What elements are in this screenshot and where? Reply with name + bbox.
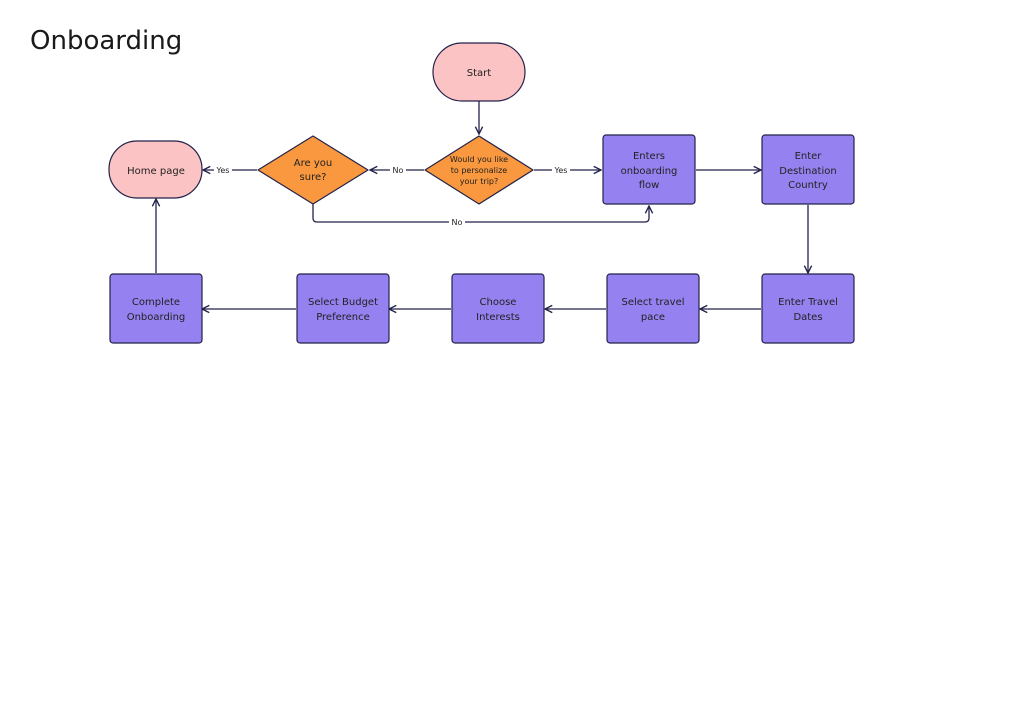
edge-no-back-to-flow xyxy=(312,204,649,223)
page-title: Onboarding xyxy=(30,26,183,56)
enters-flow-label-1: Enters xyxy=(633,151,665,162)
sure-decision-label-1: Are you xyxy=(294,158,332,169)
edge-label-no-back-to-flow: No xyxy=(452,218,463,227)
budget-label-2: Preference xyxy=(316,312,370,323)
destination-node[interactable]: Enter Destination Country xyxy=(761,134,855,205)
travel-dates-label-1: Enter Travel xyxy=(778,297,838,308)
complete-label-2: Onboarding xyxy=(127,312,186,323)
start-label: Start xyxy=(467,68,492,79)
complete-label-1: Complete xyxy=(132,297,180,308)
destination-label-3: Country xyxy=(788,180,828,191)
home-page-node[interactable]: Home page xyxy=(108,140,203,199)
budget-label-1: Select Budget xyxy=(308,297,378,308)
sure-decision-label-2: sure? xyxy=(300,172,327,183)
enters-flow-node[interactable]: Enters onboarding flow xyxy=(602,134,696,205)
travel-pace-node[interactable]: Select travel pace xyxy=(606,273,700,344)
travel-dates-node[interactable]: Enter Travel Dates xyxy=(761,273,855,344)
destination-label-2: Destination xyxy=(779,166,836,177)
sure-decision-node[interactable]: Are you sure? xyxy=(257,135,369,205)
personalize-decision-label-1: Would you like xyxy=(450,155,508,164)
personalize-decision-label-3: your trip? xyxy=(460,177,499,186)
edge-label-yes-to-home: Yes xyxy=(216,166,230,175)
home-page-label: Home page xyxy=(127,166,185,177)
enters-flow-label-2: onboarding xyxy=(621,166,678,177)
interests-label-2: Interests xyxy=(476,312,520,323)
budget-node[interactable]: Select Budget Preference xyxy=(296,273,390,344)
start-node[interactable]: Start xyxy=(432,42,526,102)
destination-label-1: Enter xyxy=(795,151,823,162)
edge-labels: Yes No Yes No xyxy=(214,164,570,228)
interests-node[interactable]: Choose Interests xyxy=(451,273,545,344)
enters-flow-label-3: flow xyxy=(639,180,660,191)
personalize-decision-node[interactable]: Would you like to personalize your trip? xyxy=(424,135,534,205)
travel-dates-label-2: Dates xyxy=(793,312,822,323)
personalize-decision-label-2: to personalize xyxy=(451,166,508,175)
travel-pace-label-2: pace xyxy=(641,312,665,323)
travel-pace-label-1: Select travel xyxy=(621,297,684,308)
complete-node[interactable]: Complete Onboarding xyxy=(109,273,203,344)
interests-label-1: Choose xyxy=(480,297,517,308)
edge-label-no-to-sure: No xyxy=(393,166,404,175)
edge-label-yes-to-flow: Yes xyxy=(554,166,568,175)
